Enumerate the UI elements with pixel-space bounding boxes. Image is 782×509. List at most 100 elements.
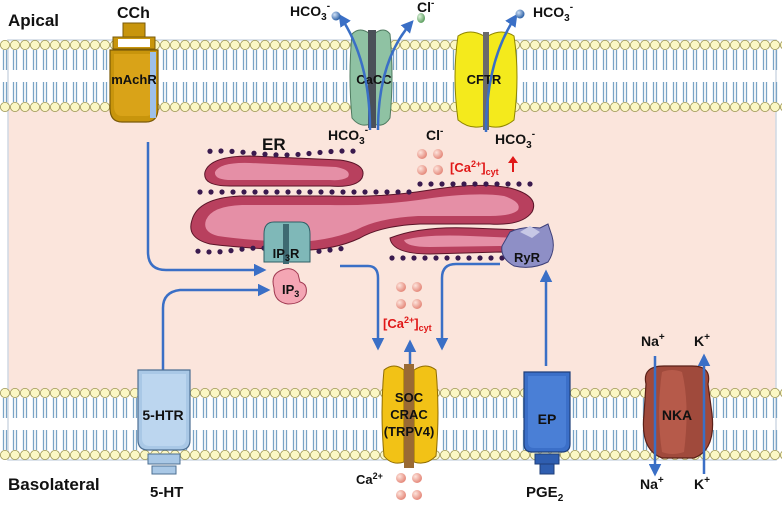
apical-label: Apical [8,11,59,30]
ribosome-dot [439,181,445,187]
ribosome-dot [400,255,406,261]
hco3-top-right-label: HCO3- [533,2,573,24]
ep-label: EP [538,411,557,427]
trpv4-label: (TRPV4) [384,424,435,439]
ca-ext-label: Ca2+ [356,471,383,487]
er-label: ER [262,135,286,154]
ribosome-dot [455,255,461,261]
ribosome-dot [208,189,214,195]
calcium-cluster-apical [417,149,443,175]
signaling-arrows [146,142,553,375]
basolateral-label: Basolateral [8,475,100,494]
ribosome-dot [340,189,346,195]
ribosome-dot [494,181,500,187]
ribosome-dot [422,255,428,261]
cacc-label: CaCC [356,72,392,87]
nka-ion-arrows [648,353,711,477]
cch-label: CCh [117,5,150,22]
ribosome-dot [219,189,225,195]
hco3-top-left-label: HCO3- [290,1,330,23]
ribosome-dot [384,189,390,195]
cftr-label: CFTR [467,72,502,87]
ribosome-dot [339,148,345,154]
ribosome-dot [327,247,333,253]
cl-ion [417,13,425,23]
ribosome-dot [433,255,439,261]
ryr-receptor [501,223,554,268]
ribosome-dot [395,189,401,195]
ribosome-dot [406,189,412,195]
ribosome-dot [444,255,450,261]
ribosome-dot [373,189,379,195]
hco3-ion-right [515,9,525,19]
ribosome-dot [295,151,301,158]
ribosome-dot [329,189,335,195]
ribosome-dot [284,152,290,158]
ribosome-dot [505,181,511,187]
ribosome-dot [206,249,212,255]
ribosome-dot [217,249,223,255]
cftr-channel [454,31,518,130]
ip3r-label: IP3R [273,246,300,263]
ribosome-dot [228,248,234,254]
nka-label: NKA [662,407,692,423]
hco3-inner-left-label: HCO3- [328,125,368,147]
nka-pump [642,365,714,459]
ribosome-dot [230,189,236,195]
ribosome-dot [362,189,368,195]
ca-cyt-central-label: [Ca2+]cyt [383,315,432,333]
five-htr-label: 5-HTR [142,407,183,423]
ribosome-dot [307,189,313,195]
soc-label: SOC [395,390,424,405]
k-out-label: K+ [694,475,710,492]
ribosome-dot [285,189,291,195]
hco3-ion-left [331,11,341,21]
ribosome-dot [195,248,201,254]
cl-top-label: Cl- [417,0,434,15]
ribosome-dot [263,189,269,195]
ribosome-dot [350,148,356,154]
machr-receptor [109,22,159,123]
ip3-messenger [272,268,307,305]
ca-cyt-apical-label: [Ca2+]cyt [450,159,499,177]
ribosome-dot [218,148,224,154]
cl-inner-label: Cl- [426,126,443,143]
ribosome-dot [240,149,246,155]
soc-crac-channel [381,364,439,468]
ribosome-dot [239,246,245,252]
ribosome-dot [296,189,302,195]
ribosome-dot [317,149,323,156]
calcium-cluster-central [396,282,422,309]
cytoplasm [8,108,776,392]
ribosome-dot [241,189,247,195]
ip3-label: IP3 [282,282,299,299]
ribosome-dot [262,151,268,157]
ribosome-dot [466,255,472,261]
ribosome-dot [472,181,478,187]
five-htr-receptor [137,369,191,475]
ribosome-dot [428,181,434,187]
ribosome-dot [450,181,456,187]
ribosome-dot [251,150,257,156]
er-ribosomes [195,148,538,261]
ribosome-dot [477,255,483,261]
ribosome-dot [273,152,279,158]
ribosome-dot [483,181,489,187]
ribosome-dot [197,189,203,195]
ribosome-dot [488,255,494,261]
calcium-cluster-extracellular [396,473,422,500]
ribosome-dot [516,181,522,187]
ribosome-dot [252,189,258,195]
five-ht-label: 5-HT [150,484,183,501]
ribosome-dot [338,246,344,252]
ribosome-dot [351,189,357,195]
ribosome-dot [316,248,322,254]
ribosome-dot [207,148,213,154]
ribosome-dot [306,150,312,157]
ca-increase-arrowhead [508,156,518,163]
k-in-label: K+ [694,332,710,349]
hco3-inner-right-label: HCO3- [495,129,535,151]
na-in-label: Na+ [641,332,665,349]
